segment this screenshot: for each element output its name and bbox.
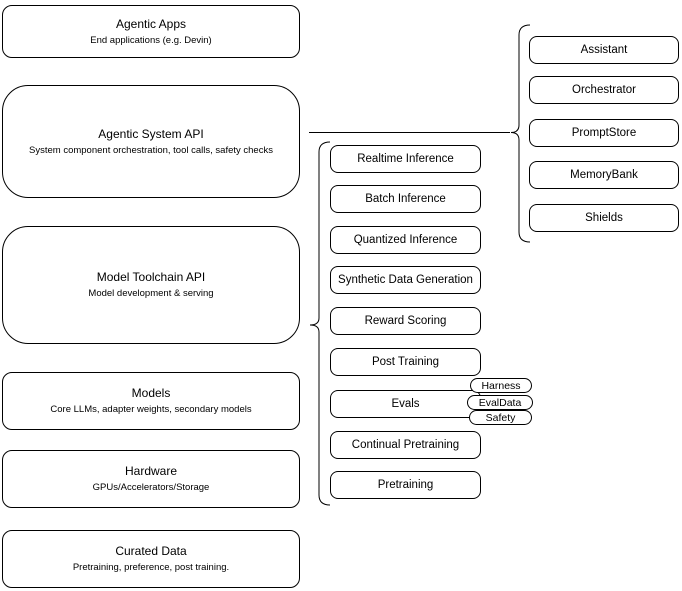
box-subtitle: Core LLMs, adapter weights, secondary mo… [50, 404, 252, 415]
node-pretraining: Pretraining [330, 471, 481, 499]
tag-safety: Safety [469, 410, 532, 425]
node-realtime-inference: Realtime Inference [330, 145, 481, 173]
brace-toolchain [309, 141, 331, 506]
box-curated-data: Curated Data Pretraining, preference, po… [2, 530, 300, 588]
box-model-toolchain-api: Model Toolchain API Model development & … [2, 226, 300, 344]
node-memorybank: MemoryBank [529, 161, 679, 189]
box-subtitle: Model development & serving [88, 288, 214, 299]
box-agentic-apps: Agentic Apps End applications (e.g. Devi… [2, 5, 300, 58]
node-post-training: Post Training [330, 348, 481, 376]
brace-system-components [510, 24, 531, 243]
box-title: Hardware [124, 464, 178, 478]
tag-evaldata: EvalData [467, 395, 533, 410]
node-assistant: Assistant [529, 36, 679, 64]
box-agentic-system-api: Agentic System API System component orch… [2, 85, 300, 198]
node-orchestrator: Orchestrator [529, 76, 679, 104]
tag-harness: Harness [470, 378, 532, 393]
node-reward-scoring: Reward Scoring [330, 307, 481, 335]
node-synthetic-data-generation: Synthetic Data Generation [330, 266, 481, 294]
box-subtitle: Pretraining, preference, post training. [72, 562, 230, 573]
box-hardware: Hardware GPUs/Accelerators/Storage [2, 450, 300, 508]
box-subtitle: End applications (e.g. Devin) [90, 34, 212, 46]
box-title: Agentic Apps [115, 16, 187, 31]
node-quantized-inference: Quantized Inference [330, 226, 481, 254]
node-continual-pretraining: Continual Pretraining [330, 431, 481, 459]
box-title: Curated Data [115, 544, 187, 558]
box-title: Model Toolchain API [96, 270, 206, 284]
box-subtitle: GPUs/Accelerators/Storage [92, 482, 210, 493]
box-subtitle: System component orchestration, tool cal… [29, 144, 273, 156]
box-models: Models Core LLMs, adapter weights, secon… [2, 372, 300, 430]
node-batch-inference: Batch Inference [330, 185, 481, 213]
box-title: Agentic System API [98, 126, 204, 141]
node-evals: Evals [330, 390, 481, 418]
box-title: Models [131, 386, 171, 400]
node-promptstore: PromptStore [529, 119, 679, 147]
node-shields: Shields [529, 204, 679, 232]
